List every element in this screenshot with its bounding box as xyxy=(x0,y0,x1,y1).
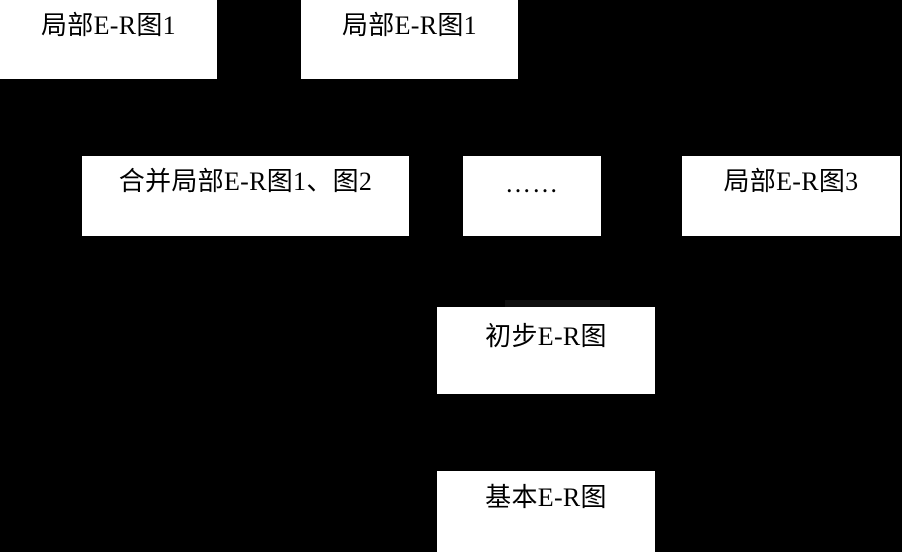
node-merge-er-1-2: 合并局部E-R图1、图2 xyxy=(82,156,409,236)
node-preliminary-er: 初步E-R图 xyxy=(437,307,655,394)
node-label: 初步E-R图 xyxy=(485,322,607,351)
connector-notch-icon xyxy=(505,300,610,308)
node-label: …… xyxy=(505,169,559,198)
node-label: 合并局部E-R图1、图2 xyxy=(118,167,373,196)
node-label: 局部E-R图1 xyxy=(41,11,176,40)
node-label: 局部E-R图1 xyxy=(342,11,477,40)
node-local-er-3: 局部E-R图3 xyxy=(682,156,900,236)
node-ellipsis: …… xyxy=(463,156,601,236)
node-basic-er: 基本E-R图 xyxy=(437,471,655,552)
node-label: 局部E-R图3 xyxy=(723,167,859,196)
node-local-er-2: 局部E-R图1 xyxy=(301,0,518,79)
node-local-er-1: 局部E-R图1 xyxy=(0,0,217,79)
node-label: 基本E-R图 xyxy=(485,483,607,512)
